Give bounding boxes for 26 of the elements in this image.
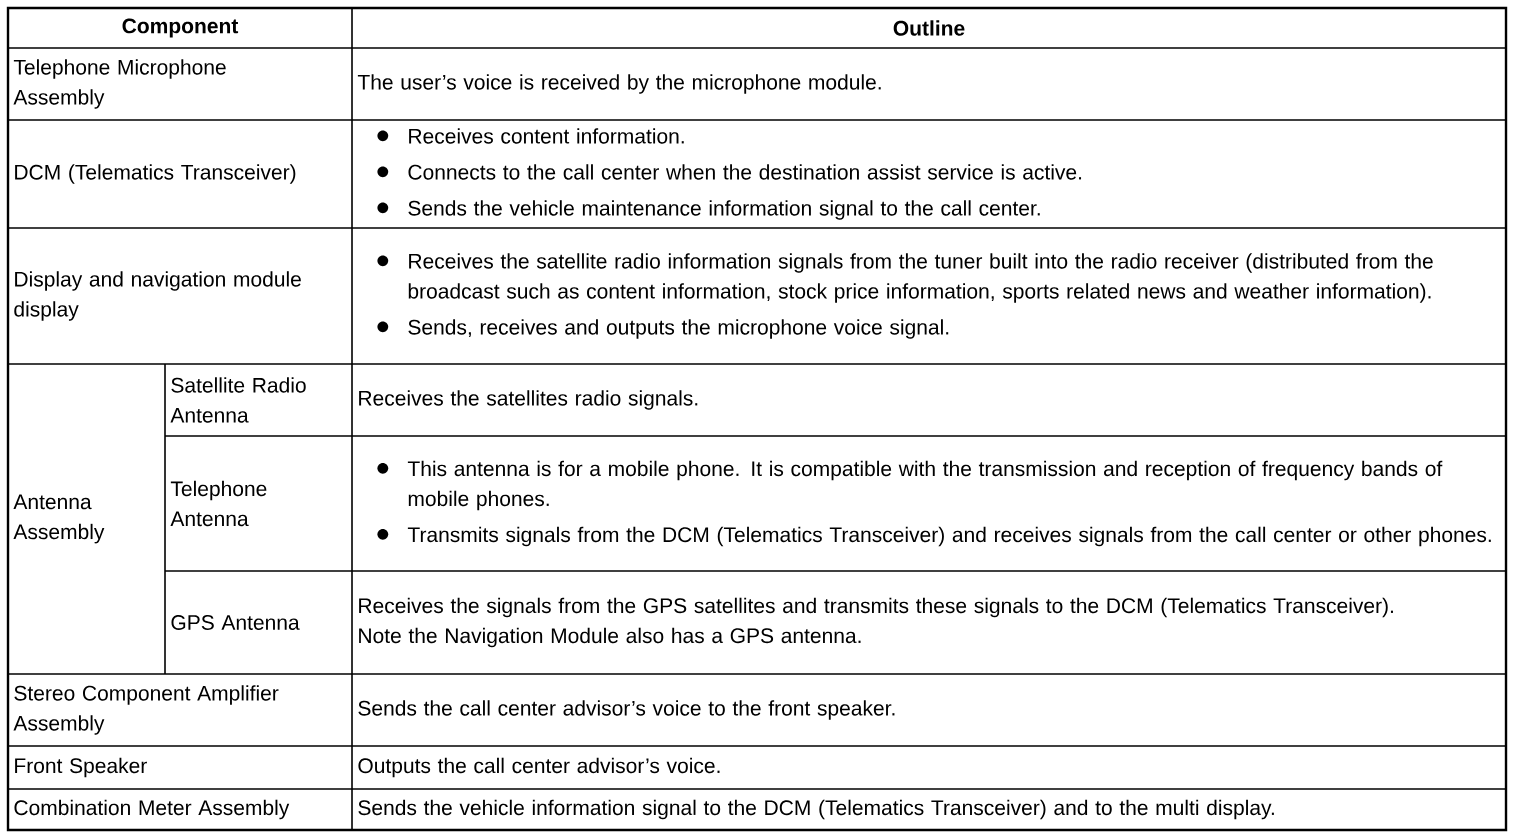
- bullet-point: Transmits signals from the DCM (Telematics Transceiver) and receives signals from the call center or other phones.: [377, 526, 1491, 547]
- bullet-point: This antenna is for a mobile phone. It is compatible with the transmission and reception of frequency bands of mobile phones.: [377, 460, 1443, 511]
- outline-text: Receives the signals from the GPS satellites and transmits these signals to the DCM (Telematics Transceiver).: [359, 597, 1393, 618]
- outline-text: Sends the call center advisor’s voice to the front speaker.: [358, 700, 895, 720]
- component-name: Combination Meter Assembly: [14, 799, 290, 820]
- outline-text: Sends the vehicle information signal to the DCM (Telematics Transceiver) and to the multi display.: [358, 799, 1274, 820]
- bullet-point: Connects to the call center when the destination assist service is active.: [377, 164, 1082, 180]
- component-name: GPS Antenna: [171, 615, 300, 630]
- outline-text: Note the Navigation Module also has a GPS antenna.: [359, 627, 861, 648]
- component-name: Satellite Radio Antenna: [170, 377, 306, 423]
- outline-text: The user’s voice is received by the microphone module.: [357, 74, 881, 94]
- component-name: Telephone Microphone Assembly: [13, 59, 226, 109]
- outline-text: Outputs the call center advisor’s voice.: [358, 757, 720, 778]
- component-name: DCM (Telematics Transceiver): [15, 164, 296, 184]
- outline-text: Receives the satellites radio signals.: [359, 390, 698, 410]
- bullet-point: Sends the vehicle maintenance information signal to the call center.: [377, 200, 1040, 220]
- component-name: Telephone Antenna: [170, 480, 267, 527]
- column-header: Component: [122, 18, 239, 38]
- component-name: Stereo Component Amplifier Assembly: [13, 685, 279, 735]
- component-name: Display and navigation module display: [14, 271, 301, 321]
- component-name: Front Speaker: [15, 757, 147, 778]
- component-name: Antenna Assembly: [13, 494, 105, 544]
- bullet-point: Receives content information.: [377, 128, 684, 144]
- column-header: Outline: [893, 20, 965, 36]
- bullet-point: Receives the satellite radio information signals from the tuner built into the radio receiver (distributed from the broadcast such as content information, stock price information, sports related news and weather information).: [377, 253, 1433, 303]
- bullet-point: Sends, receives and outputs the microphone voice signal.: [377, 319, 949, 339]
